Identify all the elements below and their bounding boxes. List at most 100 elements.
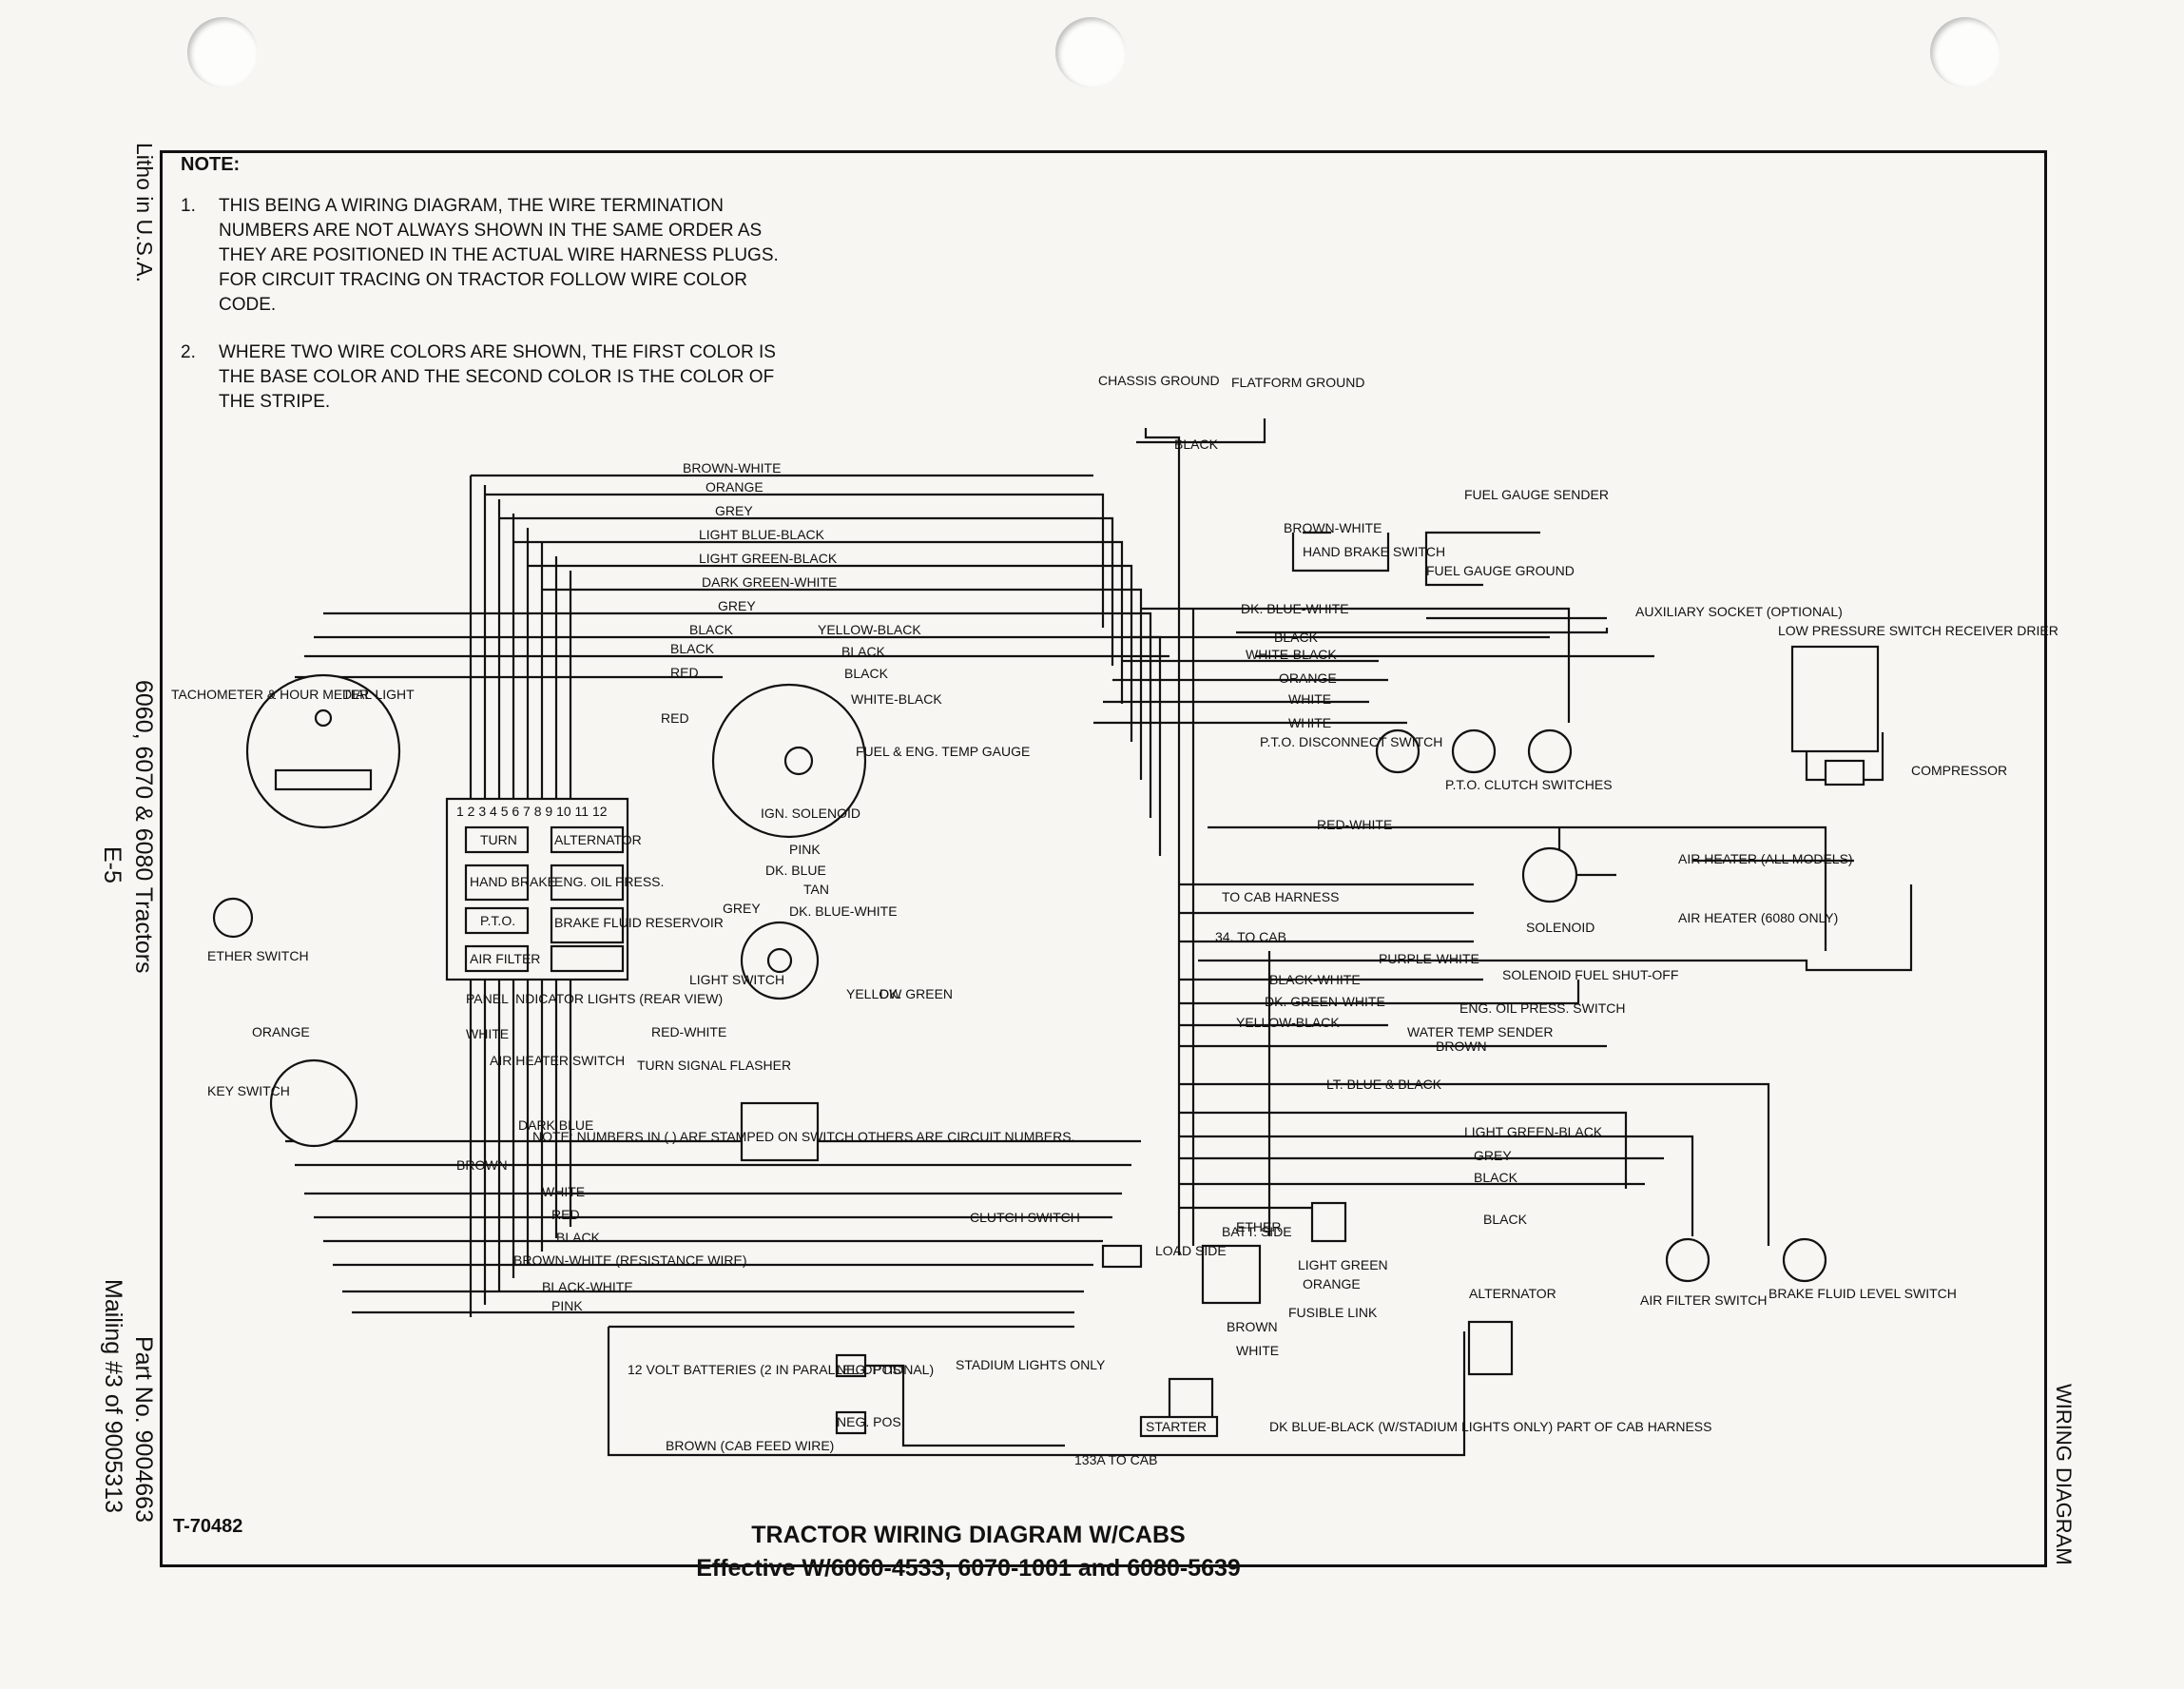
label-platform-ground: FLATFORM GROUND bbox=[1231, 375, 1365, 390]
punch-hole bbox=[187, 17, 258, 87]
wire-label: DK. BLUE-WHITE bbox=[789, 903, 898, 919]
wire-label: BLACK bbox=[841, 644, 886, 659]
wire-label: ORANGE bbox=[1279, 670, 1337, 686]
bottom-harness-bundle bbox=[285, 1139, 1466, 1457]
panel-lamp-label: ENG. OIL PRESS. bbox=[554, 874, 664, 889]
starter-solenoid bbox=[1521, 846, 1578, 903]
fuel-temp-gauge bbox=[711, 683, 867, 839]
panel-lamp-label: BRAKE FLUID RESERVOIR bbox=[554, 915, 724, 930]
wire-color-labels: BROWN-WHITE ORANGE GREY LIGHT BLUE-BLACK… bbox=[252, 460, 1603, 1358]
wire-label: BLACK bbox=[670, 641, 715, 656]
tachometer-gauge bbox=[245, 673, 401, 829]
label-clutch-switch: CLUTCH SWITCH bbox=[970, 1210, 1080, 1225]
wire-label: BROWN bbox=[456, 1157, 508, 1173]
label-ign-solenoid: IGN. SOLENOID bbox=[761, 806, 860, 821]
wire-label: RED-WHITE bbox=[651, 1024, 726, 1039]
wire-label: BLACK bbox=[689, 622, 734, 637]
label-compressor: COMPRESSOR bbox=[1911, 763, 2007, 778]
wire-label: GREY bbox=[1474, 1148, 1512, 1163]
wire-label: BLACK bbox=[556, 1230, 601, 1245]
effective-serials: Effective W/6060-4533, 6070-1001 and 608… bbox=[696, 1555, 1241, 1582]
label-133a-to-cab: 133A TO CAB bbox=[1074, 1452, 1157, 1467]
wire-label: BROWN-WHITE bbox=[1284, 520, 1382, 535]
light-switch bbox=[740, 921, 820, 1000]
note-number: 1. bbox=[181, 196, 196, 216]
label-air-heater-switch: AIR HEATER SWITCH bbox=[490, 1053, 625, 1068]
label-pto-disconnect: P.T.O. DISCONNECT SWITCH bbox=[1260, 734, 1442, 749]
wire-label: WHITE bbox=[1288, 715, 1331, 730]
label-fuel-temp-gauge: FUEL & ENG. TEMP GAUGE bbox=[856, 744, 1030, 759]
wire-label: RED bbox=[670, 665, 699, 680]
wire-label: GREY bbox=[723, 901, 761, 916]
punch-hole bbox=[1930, 17, 2000, 87]
wire-label: LIGHT GREEN-BLACK bbox=[699, 551, 838, 566]
wire-label: BROWN-WHITE (RESISTANCE WIRE) bbox=[513, 1252, 747, 1268]
label-eng-oil-switch: ENG. OIL PRESS. SWITCH bbox=[1459, 1000, 1626, 1016]
wire-label: PINK bbox=[551, 1298, 583, 1313]
wire-label: LIGHT GREEN bbox=[1298, 1257, 1388, 1272]
wire-label: DK. GREEN bbox=[879, 986, 953, 1001]
panel-lamp-label: ALTERNATOR bbox=[554, 832, 642, 847]
wire-label: LIGHT GREEN-BLACK bbox=[1464, 1124, 1603, 1139]
label-stadium: STADIUM LIGHTS ONLY bbox=[956, 1357, 1106, 1372]
wire-label: YELLOW-BLACK bbox=[1236, 1015, 1340, 1030]
drawing-code: T-70482 bbox=[173, 1516, 243, 1537]
wire-label: YELLOW-BLACK bbox=[818, 622, 921, 637]
wire-label: GREY bbox=[715, 503, 753, 518]
wire-label: BROWN bbox=[1436, 1039, 1487, 1054]
label-dial-light: DIAL LIGHT bbox=[342, 687, 415, 702]
wire-label: DARK GREEN-WHITE bbox=[702, 574, 837, 590]
wire-label: WHITE bbox=[542, 1184, 585, 1199]
label-hand-brake-switch: HAND BRAKE SWITCH bbox=[1303, 544, 1445, 559]
punch-hole bbox=[1055, 17, 1126, 87]
label-pto-clutch: P.T.O. CLUTCH SWITCHES bbox=[1445, 777, 1613, 792]
label-ether: ETHER bbox=[1236, 1219, 1281, 1234]
wire-label: ORANGE bbox=[1303, 1276, 1361, 1291]
label-ether-switch: ETHER SWITCH bbox=[207, 948, 309, 963]
wire-label: DK. BLUE-WHITE bbox=[1241, 601, 1349, 616]
panel-lamp-label: TURN bbox=[480, 832, 517, 847]
note-number: 2. bbox=[181, 342, 196, 362]
wire-label: BROWN-WHITE bbox=[683, 460, 781, 476]
label-black-top: BLACK bbox=[1174, 437, 1219, 452]
key-switch-body bbox=[269, 1058, 358, 1148]
label-aux-socket: AUXILIARY SOCKET (OPTIONAL) bbox=[1635, 604, 1843, 619]
label-low-pressure: LOW PRESSURE SWITCH RECEIVER DRIER bbox=[1778, 623, 2058, 638]
note-item: 1. THIS BEING A WIRING DIAGRAM, THE WIRE… bbox=[181, 194, 799, 318]
label-load-side: LOAD SIDE bbox=[1155, 1243, 1227, 1258]
wire-label: BLACK bbox=[1274, 630, 1319, 645]
label-to-cab: 34. TO CAB bbox=[1215, 929, 1286, 944]
wire-label: BROWN bbox=[1227, 1319, 1278, 1334]
wire-label: GREY bbox=[718, 598, 756, 613]
label-fusible-link: FUSIBLE LINK bbox=[1288, 1305, 1378, 1320]
load-batt-box bbox=[1101, 1201, 1514, 1376]
wire-label: WHITE-BLACK bbox=[1246, 647, 1337, 662]
panel-numbers: 1 2 3 4 5 6 7 8 9 10 11 12 bbox=[456, 804, 608, 819]
label-numbers-note: NOTE: NUMBERS IN ( ) ARE STAMPED ON SWIT… bbox=[532, 1129, 1074, 1144]
indicator-panel bbox=[445, 797, 629, 981]
label-neg-pos-1: NEG. POS bbox=[837, 1362, 901, 1377]
wire-label: WHITE bbox=[466, 1026, 509, 1041]
turn-flasher-body bbox=[740, 1101, 820, 1162]
label-fuel-shutoff: SOLENOID FUEL SHUT-OFF bbox=[1502, 967, 1678, 982]
label-air-heater-6080: AIR HEATER (6080 ONLY) bbox=[1678, 910, 1838, 925]
label-air-heater-all: AIR HEATER (ALL MODELS) bbox=[1678, 851, 1853, 866]
compressor-body bbox=[1790, 645, 1880, 786]
panel-lamp-label: P.T.O. bbox=[480, 913, 515, 928]
pto-switches bbox=[1375, 728, 1573, 774]
wire-label: LIGHT BLUE-BLACK bbox=[699, 527, 825, 542]
label-batt-side: BATT. SIDE bbox=[1222, 1224, 1292, 1239]
wire-label: DK. GREEN-WHITE bbox=[1265, 994, 1385, 1009]
label-solenoid: SOLENOID bbox=[1526, 920, 1595, 935]
label-to-cab-harness: TO CAB HARNESS bbox=[1222, 889, 1339, 904]
note-text: THIS BEING A WIRING DIAGRAM, THE WIRE TE… bbox=[219, 196, 779, 315]
wire-label: RED bbox=[661, 710, 689, 726]
wire-label: TAN bbox=[803, 882, 829, 897]
center-trunk bbox=[1177, 590, 1913, 1255]
wire-label: RED bbox=[551, 1207, 580, 1222]
note-heading: NOTE: bbox=[181, 154, 241, 175]
label-neg-pos-2: NEG. POS. bbox=[837, 1414, 905, 1429]
label-chassis-ground: CHASSIS GROUND bbox=[1098, 373, 1220, 388]
wire-label: PURPLE-WHITE bbox=[1379, 951, 1479, 966]
